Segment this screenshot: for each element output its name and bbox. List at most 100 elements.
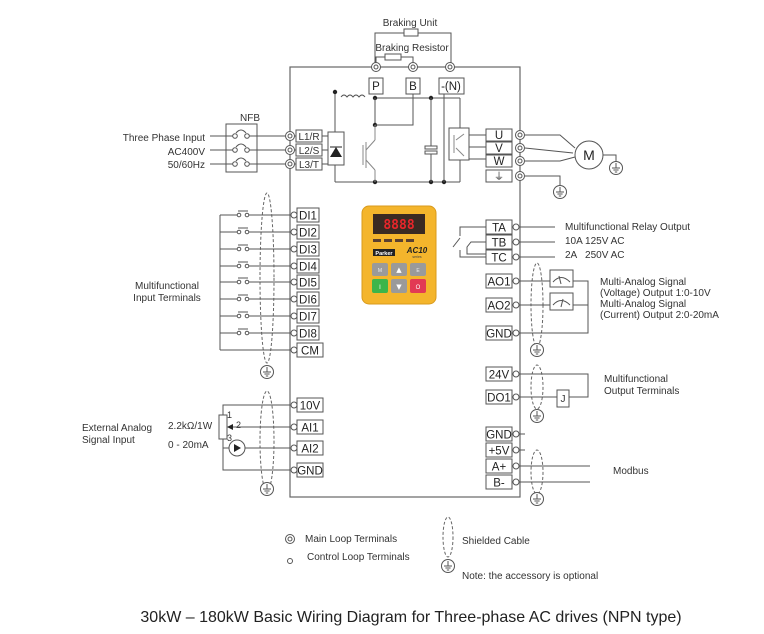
motor-label: M: [583, 147, 595, 163]
modbus-b-label: B-: [493, 478, 505, 490]
di-di1-terminal: [296, 207, 320, 223]
nfb-switch-icon: [235, 157, 247, 162]
modbus-a-label: A+: [492, 462, 507, 474]
input-label-line2: AC400V: [168, 147, 206, 158]
button-run-label: I: [379, 285, 381, 291]
keypad-display: [373, 214, 425, 234]
main-terminal-input-3: [285, 159, 295, 169]
pe-ground-icon: [553, 185, 567, 199]
legend-shield-icon: [442, 516, 454, 558]
keypad-button-e[interactable]: [410, 263, 426, 276]
di-di4-terminal-icon: [290, 262, 298, 270]
ammeter-icon: [549, 292, 574, 311]
di-di7-label: DI7: [299, 312, 317, 324]
di-di2-label: DI2: [299, 228, 317, 240]
di-di3-terminal-icon: [290, 245, 298, 253]
di-di4-terminal: [296, 258, 320, 274]
di-di8-terminal: [296, 325, 320, 341]
keypad-button-run[interactable]: [372, 279, 388, 293]
main-terminal-pe: [515, 171, 525, 181]
model-text: AC10: [406, 246, 428, 255]
pot-pin-1: 1: [227, 410, 232, 420]
do-label-line2: Output Terminals: [604, 386, 679, 397]
nfb-switch-icon: [235, 129, 247, 134]
keypad-button-stop[interactable]: [410, 279, 426, 293]
relay-tb-terminal-icon: [512, 238, 520, 246]
button-down-label: ▼: [396, 283, 402, 291]
voltmeter-icon: [549, 269, 574, 288]
terminal-l1-label: L1/R: [298, 132, 319, 143]
do-shield-icon: [530, 364, 544, 410]
keypad[interactable]: 8888 Parker AC10 series M ▲ E I ▼ O: [361, 205, 437, 305]
ao-ao2-terminal-icon: [512, 301, 520, 309]
do-ground-icon: [530, 409, 544, 423]
do-do1-terminal-icon: [512, 393, 520, 401]
terminal-pe: [485, 169, 513, 183]
di-di3-label: DI3: [299, 245, 317, 257]
legend-control-loop: Control Loop Terminals: [307, 552, 410, 563]
ai-10v-terminal-icon: [290, 401, 298, 409]
terminal-v-label: V: [495, 143, 503, 155]
terminal-l3-label: L3/T: [299, 160, 319, 171]
diagram-caption: 30kW – 180kW Basic Wiring Diagram for Th…: [140, 609, 681, 626]
relay-coil-icon: [556, 389, 570, 408]
di-di6-terminal-icon: [290, 295, 298, 303]
ai-ground-icon: [260, 482, 274, 496]
keypad-button-m[interactable]: [372, 263, 388, 276]
legend-main-loop: Main Loop Terminals: [305, 534, 397, 545]
modbus-gnd-terminal-icon: [512, 430, 520, 438]
di-di5-terminal-icon: [290, 278, 298, 286]
pot-pin-2: 2: [236, 420, 241, 430]
do-24v-terminal-icon: [512, 370, 520, 378]
relay-ta-label: TA: [492, 223, 506, 235]
braking-unit-label: Braking Unit: [383, 18, 438, 29]
keypad-button-up[interactable]: [391, 263, 407, 276]
di-di8-terminal-icon: [290, 329, 298, 337]
relay-rating2: 2A 250V AC: [565, 250, 625, 261]
relay-label: Multifunctional Relay Output: [565, 222, 690, 233]
power-input: NFB Three Phase Input AC400V 50/60Hz: [123, 113, 260, 173]
potentiometer-icon: [218, 414, 228, 440]
main-terminal-input-2: [285, 145, 295, 155]
parker-logo: [373, 249, 395, 256]
brand-text: Parker: [375, 251, 393, 257]
relay-tc-terminal-icon: [512, 253, 520, 261]
terminal-u-label: U: [495, 130, 503, 142]
legend-ground-icon: [441, 559, 455, 573]
ao-ao1-terminal-icon: [512, 277, 520, 285]
keypad-button-down[interactable]: [391, 279, 407, 293]
ai-ai2-label: AI2: [301, 444, 318, 456]
relay-tc-label: TC: [491, 253, 506, 265]
di-di7-terminal-icon: [290, 312, 298, 320]
capacitor-icon: [424, 145, 438, 150]
di-di5-label: DI5: [299, 278, 317, 290]
digital-outputs-section: Multifunctional Output Terminals J: [525, 364, 679, 423]
ao-gnd-terminal-icon: [512, 329, 520, 337]
terminal-p-label: P: [372, 81, 380, 93]
di-di2-terminal-icon: [290, 228, 298, 236]
ai-shield-icon: [259, 390, 275, 492]
braking-unit-resistor-icon: [403, 28, 419, 37]
input-label-line3: 50/60Hz: [168, 160, 205, 171]
inverter-icon: [448, 127, 470, 161]
main-terminal-p: [371, 62, 381, 72]
ao-line1: Multi-Analog Signal: [600, 277, 686, 288]
motor-ground-icon: [609, 161, 623, 175]
modbus-5v-terminal-icon: [512, 446, 520, 454]
di-shield-icon: [259, 192, 275, 364]
pot-rating: 2.2kΩ/1W: [168, 421, 213, 432]
series-text: series: [412, 255, 422, 259]
legend-note: Note: the accessory is optional: [462, 571, 598, 582]
do-do1-label: DO1: [487, 393, 511, 405]
legend-shielded-cable: Shielded Cable: [462, 536, 530, 547]
button-up-label: ▲: [396, 266, 402, 274]
di-di1-terminal-icon: [290, 211, 298, 219]
ai-10v-label: 10V: [300, 401, 321, 413]
relay-tb-label: TB: [492, 238, 507, 250]
ai-ai1-terminal: [296, 419, 324, 435]
di-label-line1: Multifunctional: [135, 281, 199, 292]
legend: Main Loop Terminals Control Loop Termina…: [285, 516, 598, 582]
di-ground-icon: [260, 365, 274, 379]
digital-inputs-section: Multifunctional Input Terminals: [133, 192, 275, 379]
